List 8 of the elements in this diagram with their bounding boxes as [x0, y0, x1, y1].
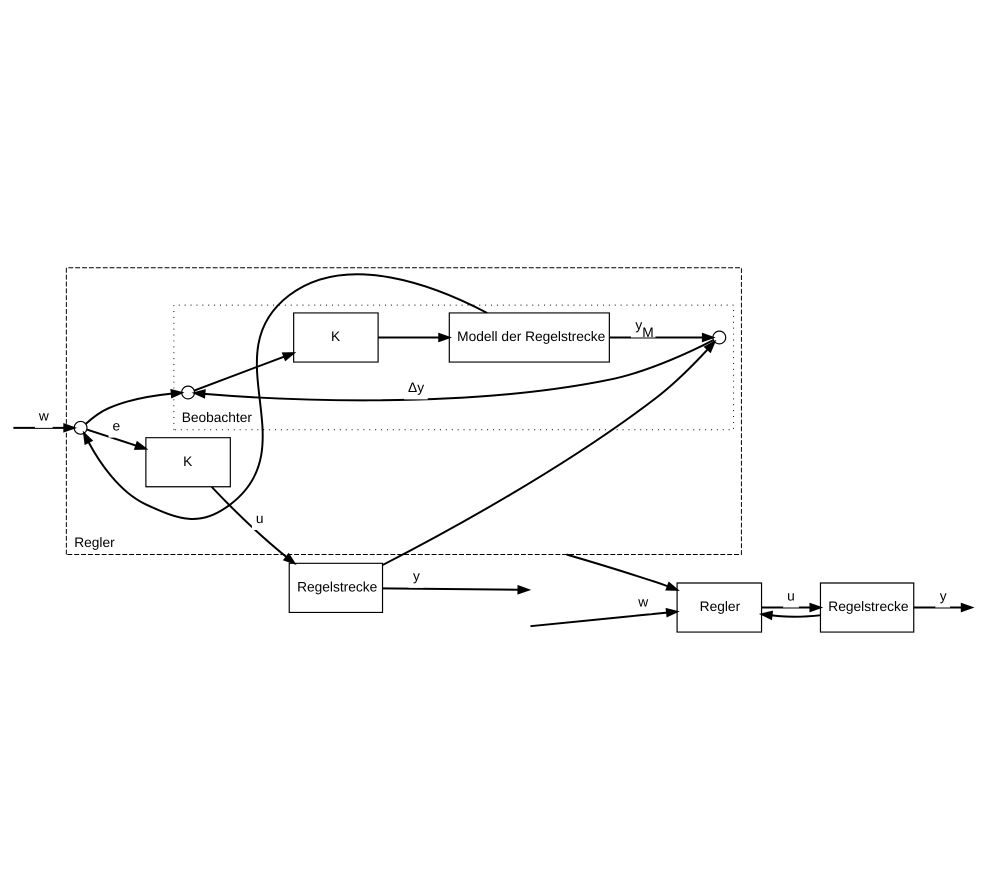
edge-label: Δy	[408, 380, 424, 396]
edge-label: w	[638, 594, 648, 610]
edge-label: u	[256, 510, 264, 526]
edge-label: w	[38, 408, 49, 424]
edge-label: y	[412, 568, 420, 584]
edge-label: y	[940, 588, 947, 604]
edge-label: u	[787, 588, 795, 604]
edge-label: e	[112, 418, 120, 434]
